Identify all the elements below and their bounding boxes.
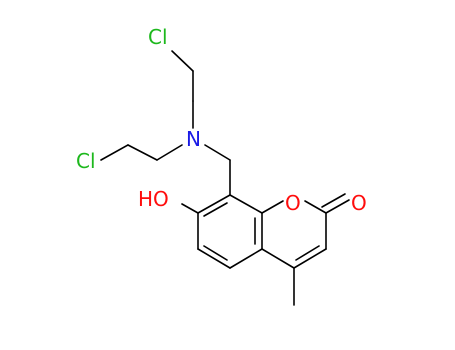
bond-ch2-n-left	[156, 144, 183, 161]
bond-c6-c5-inner	[203, 245, 228, 261]
bond-c6-c5	[197, 248, 231, 269]
bond-c3-c4	[293, 248, 327, 269]
bond-c3-c4-inner	[295, 245, 320, 261]
carbonyl-oxygen: O	[351, 191, 367, 215]
bond-c8-c7-inner	[203, 202, 228, 217]
ring-oxygen: O	[285, 191, 301, 215]
chlorine-atom-top: Cl	[148, 25, 168, 49]
bonds	[100, 50, 350, 306]
hydroxyl-oxygen: HO	[138, 187, 169, 211]
bond-c2-o-double-a	[325, 199, 350, 214]
bond-cl-ch2-left	[100, 144, 129, 161]
bond-n-ch2	[204, 144, 231, 161]
bond-c5-c4a	[229, 248, 263, 269]
chlorine-atom-left: Cl	[76, 149, 96, 173]
bond-c8a-c8	[229, 194, 263, 214]
bond-c8-c7	[197, 194, 231, 214]
bond-cl-ch2-top	[171, 50, 194, 72]
nitrogen-atom: N	[186, 127, 201, 151]
bond-c2-o-double-b	[321, 193, 346, 208]
bond-ch2-ch2-left	[127, 144, 158, 161]
bond-c7-oh	[181, 203, 199, 214]
atom-labels: Cl Cl N HO O O	[76, 25, 367, 215]
bond-c8a-o1	[261, 200, 284, 214]
bond-c4-c4a	[261, 248, 295, 269]
bond-o1-c2	[304, 200, 327, 214]
